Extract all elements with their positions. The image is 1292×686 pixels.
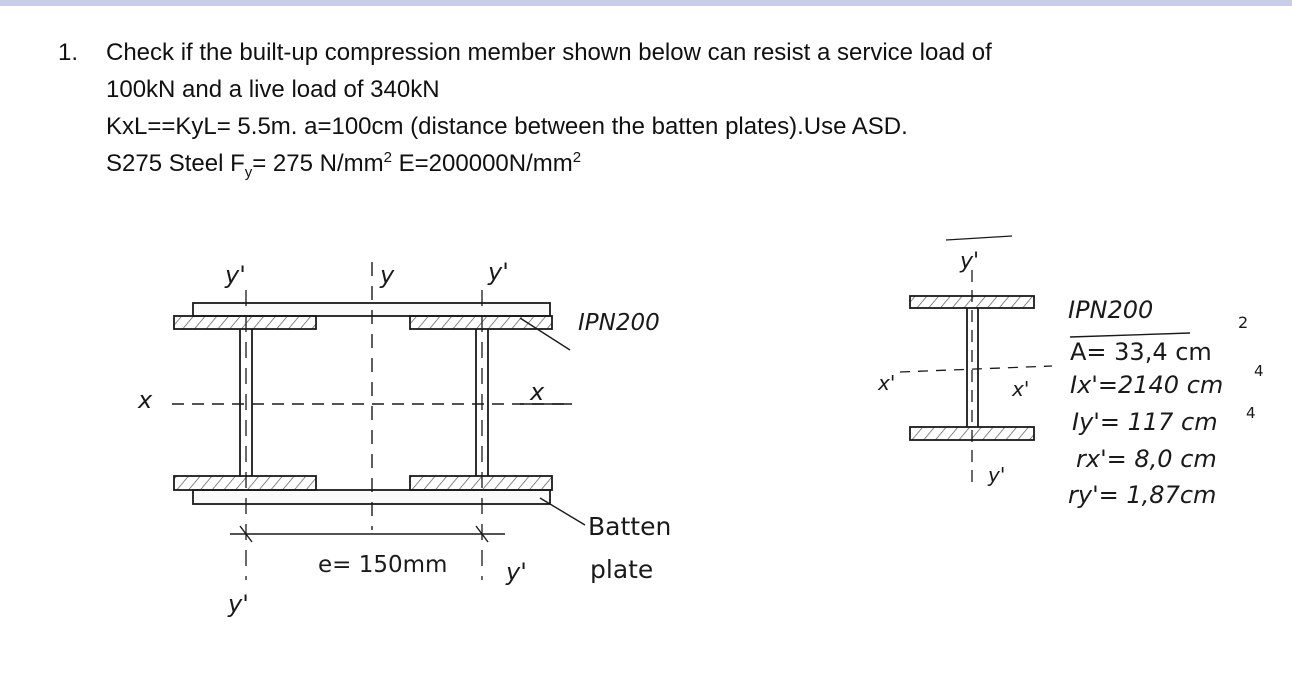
- left-ipn-section: [173, 315, 317, 491]
- prop-rx: rx'= 8,0 cm: [1076, 445, 1217, 473]
- single-ipn-sketch: [899, 235, 1191, 490]
- e-modulus-text: E=200000N/mm: [391, 150, 573, 177]
- prop-iy-exponent: 4: [1246, 404, 1256, 422]
- problem-number: 1.: [58, 39, 79, 66]
- steel-grade-text: S275 Steel F: [106, 150, 245, 177]
- label-spacing: e= 150mm: [318, 552, 447, 578]
- label-y1-right: y': [487, 258, 509, 286]
- label-y1-left: y': [224, 261, 246, 289]
- built-up-section-sketch: [172, 262, 586, 580]
- prop-ix-exponent: 4: [1254, 362, 1264, 380]
- top-border: [0, 0, 1292, 6]
- prop-iy: Iy'= 117 cm: [1072, 408, 1218, 436]
- label-x-left: x: [137, 386, 153, 414]
- prop-section-name: IPN200: [1068, 296, 1153, 324]
- fy-value-text: = 275 N/mm: [252, 150, 384, 177]
- label-y-center: y: [379, 261, 395, 289]
- label-x1-right: x': [1011, 377, 1029, 401]
- fy-unit-exponent: 2: [383, 149, 392, 166]
- section-leader-line: [519, 317, 571, 351]
- label-y1-bottom: y': [987, 463, 1005, 487]
- problem-line-2: 100kN and a live load of 340kN: [106, 76, 440, 103]
- label-y1-bottom-left: y': [227, 590, 249, 618]
- e-unit-exponent: 2: [572, 149, 582, 166]
- fy-subscript: y: [244, 163, 253, 181]
- label-y1-bottom-right: y': [505, 558, 527, 586]
- problem-line-3: KxL==KyL= 5.5m. a=100cm (distance betwee…: [106, 113, 908, 140]
- label-plate: plate: [590, 555, 653, 584]
- prop-area: A= 33,4 cm: [1070, 338, 1212, 366]
- section-properties: IPN200 A= 33,4 cm 2 Ix'=2140 cm 4 Iy'= 1…: [1068, 296, 1264, 509]
- label-x-right: x: [529, 378, 545, 406]
- label-y1-top: y': [959, 249, 979, 274]
- label-batten: Batten: [588, 512, 671, 541]
- right-ipn-section: [409, 315, 553, 491]
- prop-ix: Ix'=2140 cm: [1070, 371, 1223, 399]
- label-ipn200-left: IPN200: [578, 310, 660, 336]
- batten-leader-line: [539, 497, 586, 526]
- prop-area-exponent: 2: [1238, 313, 1248, 332]
- problem-line-4: S275 Steel Fy= 275 N/mm2 E=200000N/mm2: [106, 145, 581, 182]
- problem-line-1: Check if the built-up compression member…: [106, 39, 992, 66]
- label-x1-left: x': [877, 371, 895, 395]
- prop-ry: ry'= 1,87cm: [1068, 481, 1216, 509]
